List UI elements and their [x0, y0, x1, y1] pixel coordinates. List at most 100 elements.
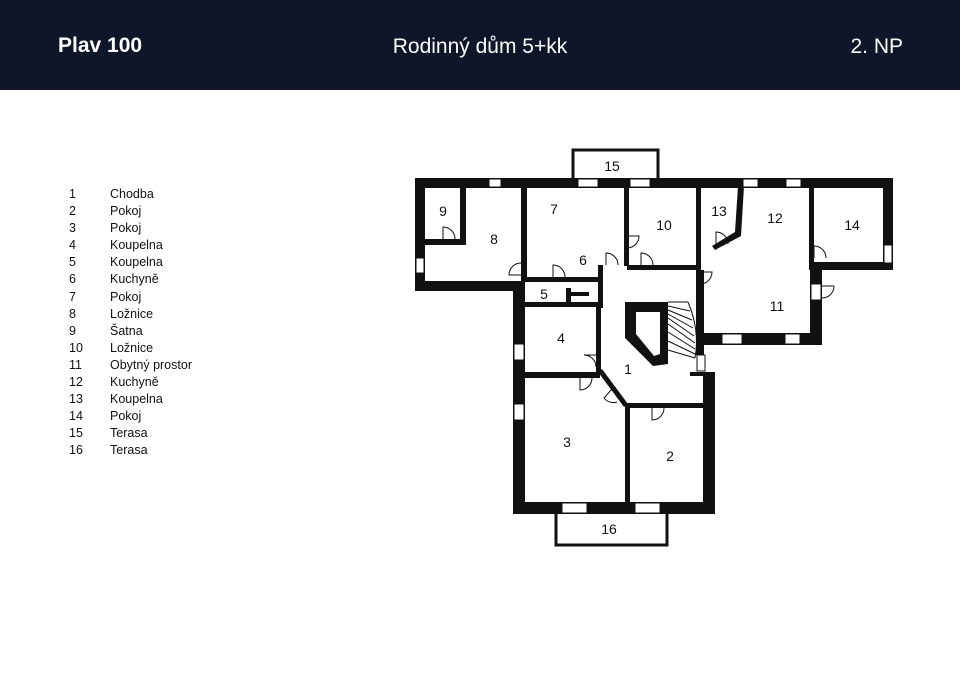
legend-label: Kuchyně [110, 375, 159, 390]
legend-label: Pokoj [110, 221, 142, 236]
legend-number: 12 [69, 375, 83, 390]
wall-8-7 [521, 188, 527, 281]
legend-label: Koupelna [110, 392, 163, 407]
wall-hall-east [696, 270, 704, 355]
wall-7-10 [624, 188, 629, 266]
stair-void [636, 312, 660, 356]
window [561, 502, 588, 514]
door-swing [583, 354, 597, 368]
room-label-2: 2 [666, 448, 674, 464]
wall-5-stub [569, 292, 589, 296]
legend-number: 13 [69, 392, 83, 407]
legend-number: 6 [69, 272, 76, 287]
legend-label: Pokoj [110, 204, 142, 219]
window [488, 178, 502, 188]
wall-room11-south [700, 333, 822, 345]
legend-label: Koupelna [110, 238, 163, 253]
window [696, 354, 706, 372]
window [513, 343, 525, 361]
room-label-1: 1 [624, 361, 632, 377]
room-label-7: 7 [550, 201, 558, 217]
legend-label: Koupelna [110, 255, 163, 270]
wall-12-14 [809, 188, 814, 270]
wall-room14-south [810, 262, 893, 270]
door-swing [699, 271, 713, 285]
wall-3-2 [625, 404, 630, 504]
room-label-8: 8 [490, 231, 498, 247]
room-label-13: 13 [711, 203, 727, 219]
room-label-4: 4 [557, 330, 565, 346]
door-swing [715, 231, 729, 245]
room-label-5: 5 [540, 286, 548, 302]
window [577, 178, 599, 188]
legend-label: Ložnice [110, 340, 154, 355]
wall-10-13 [696, 188, 701, 270]
legend-label: Terasa [110, 443, 148, 458]
wall-4-3 [523, 372, 600, 378]
legend-label: Kuchyně [110, 272, 159, 287]
window [785, 178, 802, 188]
wall-west-upper [415, 178, 425, 291]
legend-number: 1 [69, 187, 76, 201]
window [742, 178, 759, 188]
room-label-16: 16 [601, 521, 617, 537]
wall-east-upper [883, 178, 893, 270]
legend-number: 16 [69, 443, 83, 458]
door-swing [821, 285, 835, 299]
wall-hall-step [690, 372, 706, 376]
wall-13-angled [712, 186, 744, 250]
room-label-11: 11 [770, 298, 785, 314]
legend-number: 10 [69, 340, 83, 355]
door-swing [603, 388, 618, 403]
window [415, 257, 425, 274]
door-swing [442, 226, 456, 240]
wall-5-partition [566, 288, 571, 302]
legend-number: 15 [69, 426, 83, 441]
legend-number: 11 [69, 357, 82, 372]
wall-6-south [523, 277, 601, 282]
door-swing [651, 407, 665, 421]
wall-4-hall [596, 302, 601, 372]
project-name: Plav 100 [58, 34, 143, 57]
door-swing [552, 264, 566, 278]
wall-south-upper [415, 281, 525, 291]
wall-6-hall [598, 265, 603, 308]
wall-10-south [627, 265, 697, 270]
door-swing [626, 235, 640, 249]
staircase [625, 301, 697, 366]
legend-number: 4 [69, 238, 76, 253]
legend-number: 8 [69, 306, 76, 321]
room-label-14: 14 [844, 217, 860, 233]
legend-label: Pokoj [110, 289, 142, 304]
stair-steps [667, 301, 697, 359]
door-swing [640, 252, 654, 266]
wall-west-lower [513, 281, 525, 514]
legend-label: Šatna [110, 323, 143, 338]
legend-label: Chodba [110, 187, 154, 201]
floor-label: 2. NP [850, 35, 903, 58]
legend-number: 2 [69, 204, 76, 219]
room-labels: 1 2 3 4 5 6 7 8 9 10 11 12 13 14 15 16 [439, 158, 860, 537]
interior-walls [425, 186, 814, 504]
header-bar: Plav 100 Rodinný dům 5+kk 2. NP [0, 0, 960, 90]
room-label-9: 9 [439, 203, 447, 219]
legend-number: 5 [69, 255, 76, 270]
legend-label: Pokoj [110, 409, 142, 424]
legend-number: 9 [69, 323, 76, 338]
legend-label: Terasa [110, 426, 148, 441]
window [810, 283, 822, 301]
wall-2-north [627, 403, 707, 408]
wall-5-south [523, 302, 603, 307]
room-label-3: 3 [563, 434, 571, 450]
legend-label: Ložnice [110, 306, 154, 321]
window [629, 178, 651, 188]
window [784, 333, 801, 345]
door-swing [508, 262, 522, 276]
legend-label: Obytný prostor [110, 357, 192, 372]
wall-9-south [425, 239, 466, 245]
room-label-6: 6 [579, 252, 587, 268]
wall-9-8 [460, 188, 466, 244]
wall-north [415, 178, 893, 188]
window [883, 244, 893, 264]
